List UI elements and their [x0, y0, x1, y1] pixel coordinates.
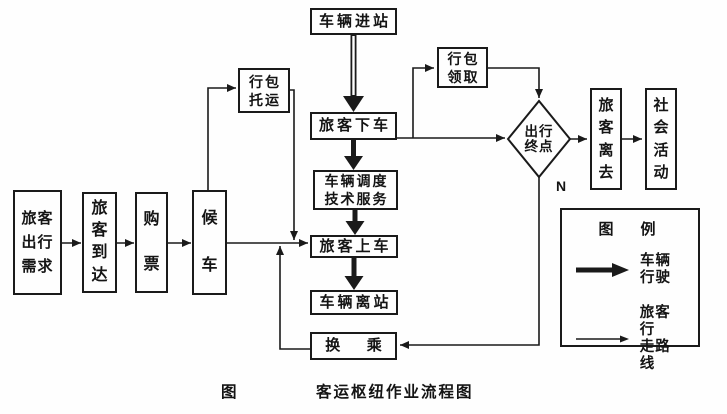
node-social-activity: 社 会 活 动: [645, 88, 677, 190]
node-label: 行包: [249, 73, 281, 90]
edge-wait-to-consign: [207, 84, 236, 190]
node-label: 旅客下车: [318, 117, 391, 135]
thick-arrow-enter-to-alight: [343, 35, 364, 112]
node-label: 需求: [21, 257, 54, 275]
node-label: 出行: [21, 233, 54, 251]
caption-prefix-text: 图: [221, 384, 238, 401]
node-label: 出行: [524, 124, 554, 139]
node-passenger-leave: 旅 客 离 去: [590, 88, 622, 190]
edge-consign-to-board: [290, 89, 298, 240]
node-label: 动: [653, 164, 669, 182]
node-label: 社: [653, 96, 669, 114]
edge-decision-n-to-transfer: [400, 177, 540, 349]
legend-item-walk: 旅客行 走路线: [562, 305, 698, 373]
node-label: 候: [201, 210, 218, 228]
edge-alight-to-claim: [412, 64, 434, 138]
legend-label-line: 旅客行: [639, 305, 671, 338]
legend-label-line: 车辆: [640, 253, 671, 269]
legend-walk-label: 旅客行 走路线: [640, 305, 686, 373]
decision-diamond: [506, 99, 572, 179]
node-label: 车: [201, 256, 218, 274]
node-label: 客: [598, 119, 614, 137]
caption-title: 客运枢纽作业流程图: [316, 380, 474, 402]
node-label: 终点: [524, 139, 554, 154]
node-label: 领取: [447, 68, 480, 85]
node-label: 离: [598, 141, 614, 159]
node-label: 会: [653, 119, 669, 137]
legend-title: 图 例: [598, 221, 662, 238]
node-label: 车辆调度: [324, 173, 389, 189]
caption-title-text: 客运枢纽作业流程图: [316, 384, 474, 401]
node-label: 购: [143, 211, 160, 229]
node-label: 旅客上车: [319, 237, 392, 255]
node-transfer: 换 乘: [310, 332, 397, 360]
node-dispatch-service: 车辆调度 技术服务: [313, 170, 398, 210]
node-baggage-consign: 行包 托运: [238, 68, 290, 113]
node-alight: 旅客下车: [310, 112, 397, 140]
thick-arrow-board-to-leave: [344, 258, 364, 290]
node-label: 旅: [598, 96, 614, 114]
node-label: 车辆进站: [318, 12, 391, 30]
branch-label-n: N: [556, 178, 566, 194]
node-wait-vehicle: 候 车: [192, 190, 227, 295]
node-passenger-arrival: 旅 客 到 达: [82, 192, 117, 293]
node-label: 托运: [249, 91, 281, 108]
branch-label-text: N: [556, 178, 567, 194]
legend-walk-arrow-icon: [576, 335, 629, 343]
node-label: 到: [91, 244, 108, 262]
node-label: 技术服务: [324, 191, 389, 207]
node-label: 去: [598, 164, 614, 182]
node-label: 车辆离站: [319, 293, 392, 311]
caption-prefix: 图: [221, 380, 238, 402]
thick-arrow-alight-to-dispatch: [344, 140, 363, 170]
node-baggage-claim: 行包 领取: [437, 47, 488, 88]
node-label: 票: [143, 255, 160, 273]
node-label: 达: [91, 266, 108, 284]
legend-item-vehicle: 车辆 行驶: [562, 253, 698, 287]
decision-label: 出行 终点: [507, 112, 571, 166]
legend-label-line: 走路线: [639, 339, 671, 372]
legend-label-line: 行驶: [640, 270, 671, 286]
node-vehicle-enter: 车辆进站: [310, 8, 397, 35]
node-label: 行包: [447, 50, 480, 67]
node-label: 旅: [91, 199, 108, 217]
node-label: 乘: [366, 337, 382, 355]
node-label: 旅客: [21, 209, 54, 227]
node-label: 客: [91, 222, 108, 240]
thick-arrow-dispatch-to-board: [345, 210, 365, 235]
node-vehicle-leave: 车辆离站: [310, 290, 398, 315]
edge-transfer-to-board: [276, 246, 310, 350]
node-buy-ticket: 购 票: [135, 192, 168, 293]
node-travel-demand: 旅客 出行 需求: [13, 190, 62, 295]
legend-vehicle-arrow-icon: [576, 263, 629, 277]
node-label: 换: [325, 337, 341, 355]
edge-claim-to-decision: [488, 67, 543, 98]
legend-vehicle-label: 车辆 行驶: [640, 253, 671, 287]
legend-box: 图 例 车辆 行驶 旅客行 走路线: [560, 208, 700, 372]
node-board: 旅客上车: [310, 235, 398, 258]
node-label: 活: [653, 141, 669, 159]
